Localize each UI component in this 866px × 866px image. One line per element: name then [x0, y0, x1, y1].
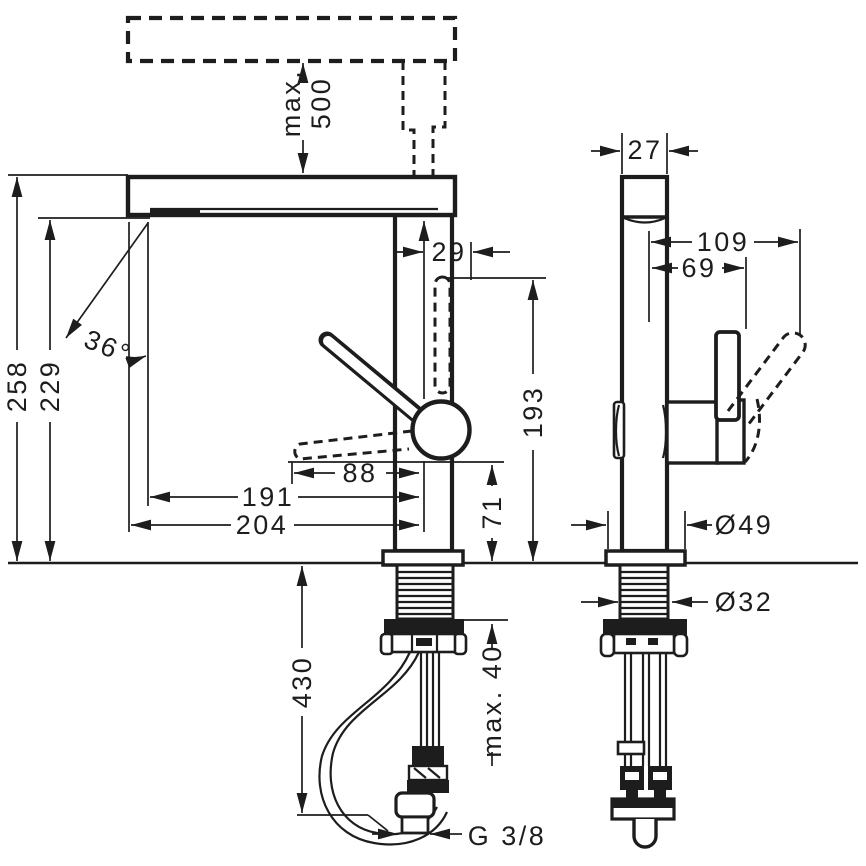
front-view-body	[125, 174, 472, 846]
dim-hose-length: 430	[287, 656, 317, 709]
dim-base-diameter: Ø49	[715, 510, 774, 540]
dim-pullout-max-label: max.	[276, 69, 306, 138]
dim-body-depth: 27	[627, 135, 662, 165]
dim-shank-diameter: Ø32	[715, 587, 774, 617]
supply-hoses-front	[419, 652, 441, 746]
dim-spout-reach: 204	[236, 510, 289, 540]
handle-swing-arc-dashed	[743, 398, 761, 464]
dimension-lines	[11, 63, 798, 840]
dim-pullout-max-value: 500	[306, 77, 336, 130]
dim-total-height: 258	[2, 360, 32, 413]
hose-connectors-side	[610, 766, 676, 849]
handle-lever-side	[714, 330, 741, 422]
handle-housing-side	[665, 400, 720, 465]
dim-handle-reach-pivot: 69	[681, 253, 716, 283]
threaded-shank-front	[395, 563, 455, 621]
dim-outlet-clearance: 71	[477, 494, 507, 529]
faucet-column-side	[619, 174, 670, 554]
dim-spout-underside-height: 229	[35, 360, 65, 413]
base-flange-front	[381, 549, 465, 567]
pulled-out-spout-outline	[125, 15, 458, 64]
handle-pivot-joint	[410, 399, 472, 461]
handle-alt-position-dashed	[293, 429, 413, 461]
hose-connector-front	[394, 746, 449, 835]
dim-swivel-angle: 36°	[80, 324, 136, 370]
spray-wand-dashed	[433, 275, 452, 395]
supply-hoses-side	[616, 653, 668, 766]
dim-outlet-offset: 29	[431, 237, 466, 267]
dim-outlet-reach: 88	[342, 458, 377, 488]
dim-sprayhead-height: 193	[518, 386, 548, 439]
g38-stub	[400, 815, 430, 835]
mounting-nut-side	[599, 619, 689, 658]
hose-collar-side	[616, 740, 646, 756]
dim-aerator-reach: 191	[242, 482, 295, 512]
mounting-nut-front	[379, 619, 468, 656]
u-tube-side	[632, 819, 658, 849]
dim-max-counter-thickness: max. 40	[477, 644, 507, 758]
dimension-labels: max. 500 258 229 36° 29 193 71 88 191 20…	[2, 69, 774, 851]
g38-elbow	[394, 791, 436, 819]
extension-lines	[8, 133, 801, 832]
threaded-shank-side	[618, 563, 670, 621]
dim-handle-reach-total: 109	[697, 227, 750, 257]
pullout-head-neck-dashed	[401, 61, 447, 176]
dim-connection-thread: G 3/8	[468, 821, 547, 851]
front-view-dashed	[125, 15, 458, 461]
base-flange-side	[604, 549, 687, 567]
